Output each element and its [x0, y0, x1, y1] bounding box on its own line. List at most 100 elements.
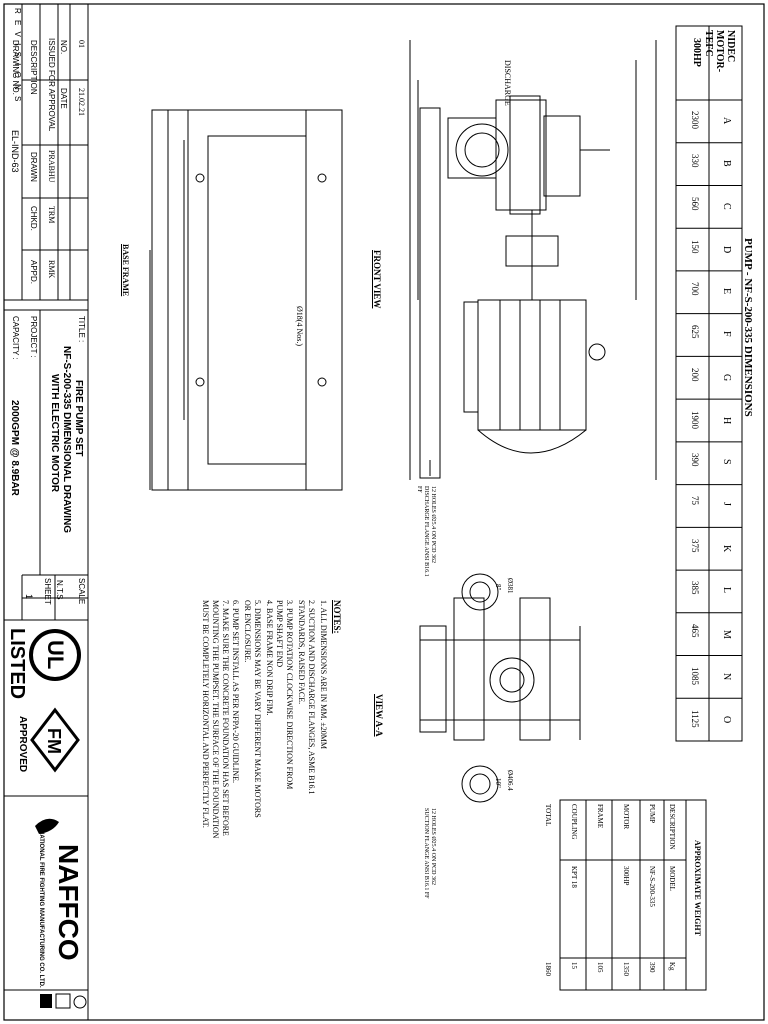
- weight-table-header: DESCRIPTION: [668, 804, 676, 850]
- description-label: DESCRIPTION: [29, 40, 38, 95]
- issued-for-approval: ISSUED FOR APPROVAL: [47, 38, 56, 132]
- dimension-value-O: 1125: [690, 709, 700, 728]
- checked-by: TRM: [47, 206, 56, 224]
- rev-date: 21.02.21: [77, 88, 86, 116]
- note-line: 2. SUCTION AND DISCHARGE FLANGES, ASME B…: [307, 600, 316, 795]
- dimension-table-title: PUMP - NF-S-200-335 DIMENSIONS: [742, 238, 754, 417]
- rev-no: 01: [77, 40, 86, 48]
- weight-table-cell: TOTAL: [544, 804, 552, 827]
- dimension-column-A: A: [721, 117, 732, 125]
- approved-by: RMK: [47, 260, 56, 279]
- front-view-label: FRONT VIEW: [372, 250, 382, 309]
- weight-table-header: Kg: [668, 962, 676, 971]
- ul-logo: [29, 629, 81, 681]
- dimension-column-N: N: [721, 672, 732, 681]
- weight-table-cell: NF-S-200-335: [648, 866, 656, 907]
- weight-table-header: MODEL: [668, 866, 676, 891]
- drawing-no: EL-IND-63: [10, 130, 20, 173]
- weight-table-cell: PUMP: [648, 804, 656, 824]
- note-line: OR ENCLOSURE.: [243, 600, 252, 663]
- fm-logo: [30, 707, 80, 773]
- base-frame-label: BASE FRAME: [121, 244, 130, 297]
- dimension-value-J: 75: [690, 495, 700, 505]
- dim-406: Ø406.4: [506, 770, 514, 791]
- prepared-by: PRABHU: [47, 150, 56, 183]
- dimension-column-O: O: [721, 715, 732, 723]
- weight-table-lines: [559, 799, 707, 991]
- dimension-value-S: 390: [690, 453, 700, 467]
- dimension-column-E: E: [721, 288, 732, 295]
- dimension-column-L: L: [721, 587, 732, 594]
- weight-table-cell: 15: [570, 962, 578, 969]
- title-line-1: FIRE PUMP SET: [73, 380, 84, 457]
- dimension-value-E: 700: [690, 282, 700, 296]
- date-label: DATE: [59, 88, 68, 109]
- weight-table-cell: 105: [596, 962, 604, 973]
- dimension-value-F: 625: [690, 325, 700, 339]
- no-label: NO.: [59, 40, 68, 55]
- ul-text: UL: [43, 640, 68, 670]
- drawn-label: DRAWN: [29, 152, 38, 182]
- dimension-column-D: D: [721, 245, 732, 253]
- dimension-value-H: 1900: [690, 410, 700, 429]
- note-line: 7. MAKE SURE THE CONCRETE FOUNDATION HAS…: [221, 600, 230, 836]
- weight-table-cell: 1350: [622, 962, 630, 976]
- dimension-column-F: F: [721, 331, 732, 337]
- dimension-column-K: K: [721, 544, 732, 552]
- note-line: PUMP SHAFT END: [275, 600, 284, 668]
- weight-table-cell: 300HP: [622, 866, 630, 886]
- dimension-column-H: H: [721, 416, 732, 424]
- note-line: STANDARDS, RAISED FACE.: [297, 600, 306, 705]
- title-line-3: WITH ELECTRIC MOTOR: [49, 374, 60, 493]
- company-full-name: NATIONAL FIRE FIGHTING MANUFACTURING CO.…: [38, 830, 44, 988]
- capacity-value: 2000GPM @ 8.9BAR: [9, 400, 20, 496]
- note-line: 5. DIMENSIONS MAY BE VARY DIFFERENT MAKE…: [253, 600, 262, 818]
- title-line-2: NF-S-200-335 DIMENSIONAL DRAWING: [61, 346, 72, 534]
- note-line: 3. PUMP ROTATION CLOCKWISE DIRECTION FRO…: [285, 600, 294, 790]
- dimension-value-B: 330: [690, 154, 700, 168]
- weight-table-cell: MOTOR: [622, 804, 630, 830]
- company-name: NAFFCO: [53, 844, 84, 961]
- bottom-badges: [40, 993, 87, 1009]
- dimension-table-header: NIDEC MOTOR-TEFC: [703, 30, 736, 73]
- dimension-table-lines: [675, 25, 743, 742]
- weight-table-title: APPROXIMATE WEIGHT: [693, 840, 702, 936]
- note-line: 6. PUMP SET INSTALL AS PER NFPA-20 GUIDL…: [231, 600, 240, 784]
- listed-text: LISTED: [6, 628, 28, 700]
- weight-table-cell: FRAME: [596, 804, 604, 829]
- dimension-column-B: B: [721, 160, 732, 167]
- weight-table-cell: KPT 18: [570, 866, 578, 888]
- drawing-no-label: DRAWING NO.: [11, 40, 20, 95]
- appd-label: APPD.: [29, 260, 38, 285]
- weight-table-cell: 390: [648, 962, 656, 973]
- view-aa-label: VIEW A-A: [374, 694, 384, 737]
- dimension-column-M: M: [721, 630, 732, 640]
- chkd-label: CHKD.: [29, 206, 38, 231]
- weight-table-cell: 1860: [544, 962, 552, 976]
- approved-text: APPROVED: [17, 716, 28, 773]
- dimension-value-M: 465: [690, 624, 700, 638]
- dimension-value-L: 385: [690, 581, 700, 595]
- discharge-label: DISCHARGE: [503, 60, 512, 106]
- dimension-column-S: S: [721, 459, 732, 465]
- dimension-value-K: 375: [690, 538, 700, 553]
- dimension-value-A: 2300: [690, 111, 700, 130]
- suction-flange-note: 12 HOLES Ø25.4 ON PCD 362 SUCTION FLANGE…: [423, 808, 436, 899]
- weight-table-cell: COUPLING: [570, 804, 578, 840]
- hole-note: Ø18(4 Nos.): [295, 306, 304, 346]
- dimension-value-D: 150: [690, 239, 700, 254]
- dimension-column-J: J: [721, 501, 732, 506]
- title-label: TITLE :: [77, 316, 86, 343]
- dim-10in: 10": [494, 778, 502, 788]
- title-block-lines: [4, 4, 89, 1020]
- scale-value: N.T.S: [55, 580, 64, 600]
- note-line: MUST BE COMPLETELY HORIZONTAL AND PERFEC…: [201, 600, 210, 828]
- note-line: 4. BASE FRAME NON DRIP FIM.: [265, 600, 274, 716]
- dim-381: Ø381: [506, 578, 514, 594]
- capacity-label: CAPACITY :: [11, 316, 20, 360]
- front-view-lines: [409, 40, 657, 480]
- fm-text: FM: [44, 728, 64, 754]
- dimension-column-C: C: [721, 202, 732, 210]
